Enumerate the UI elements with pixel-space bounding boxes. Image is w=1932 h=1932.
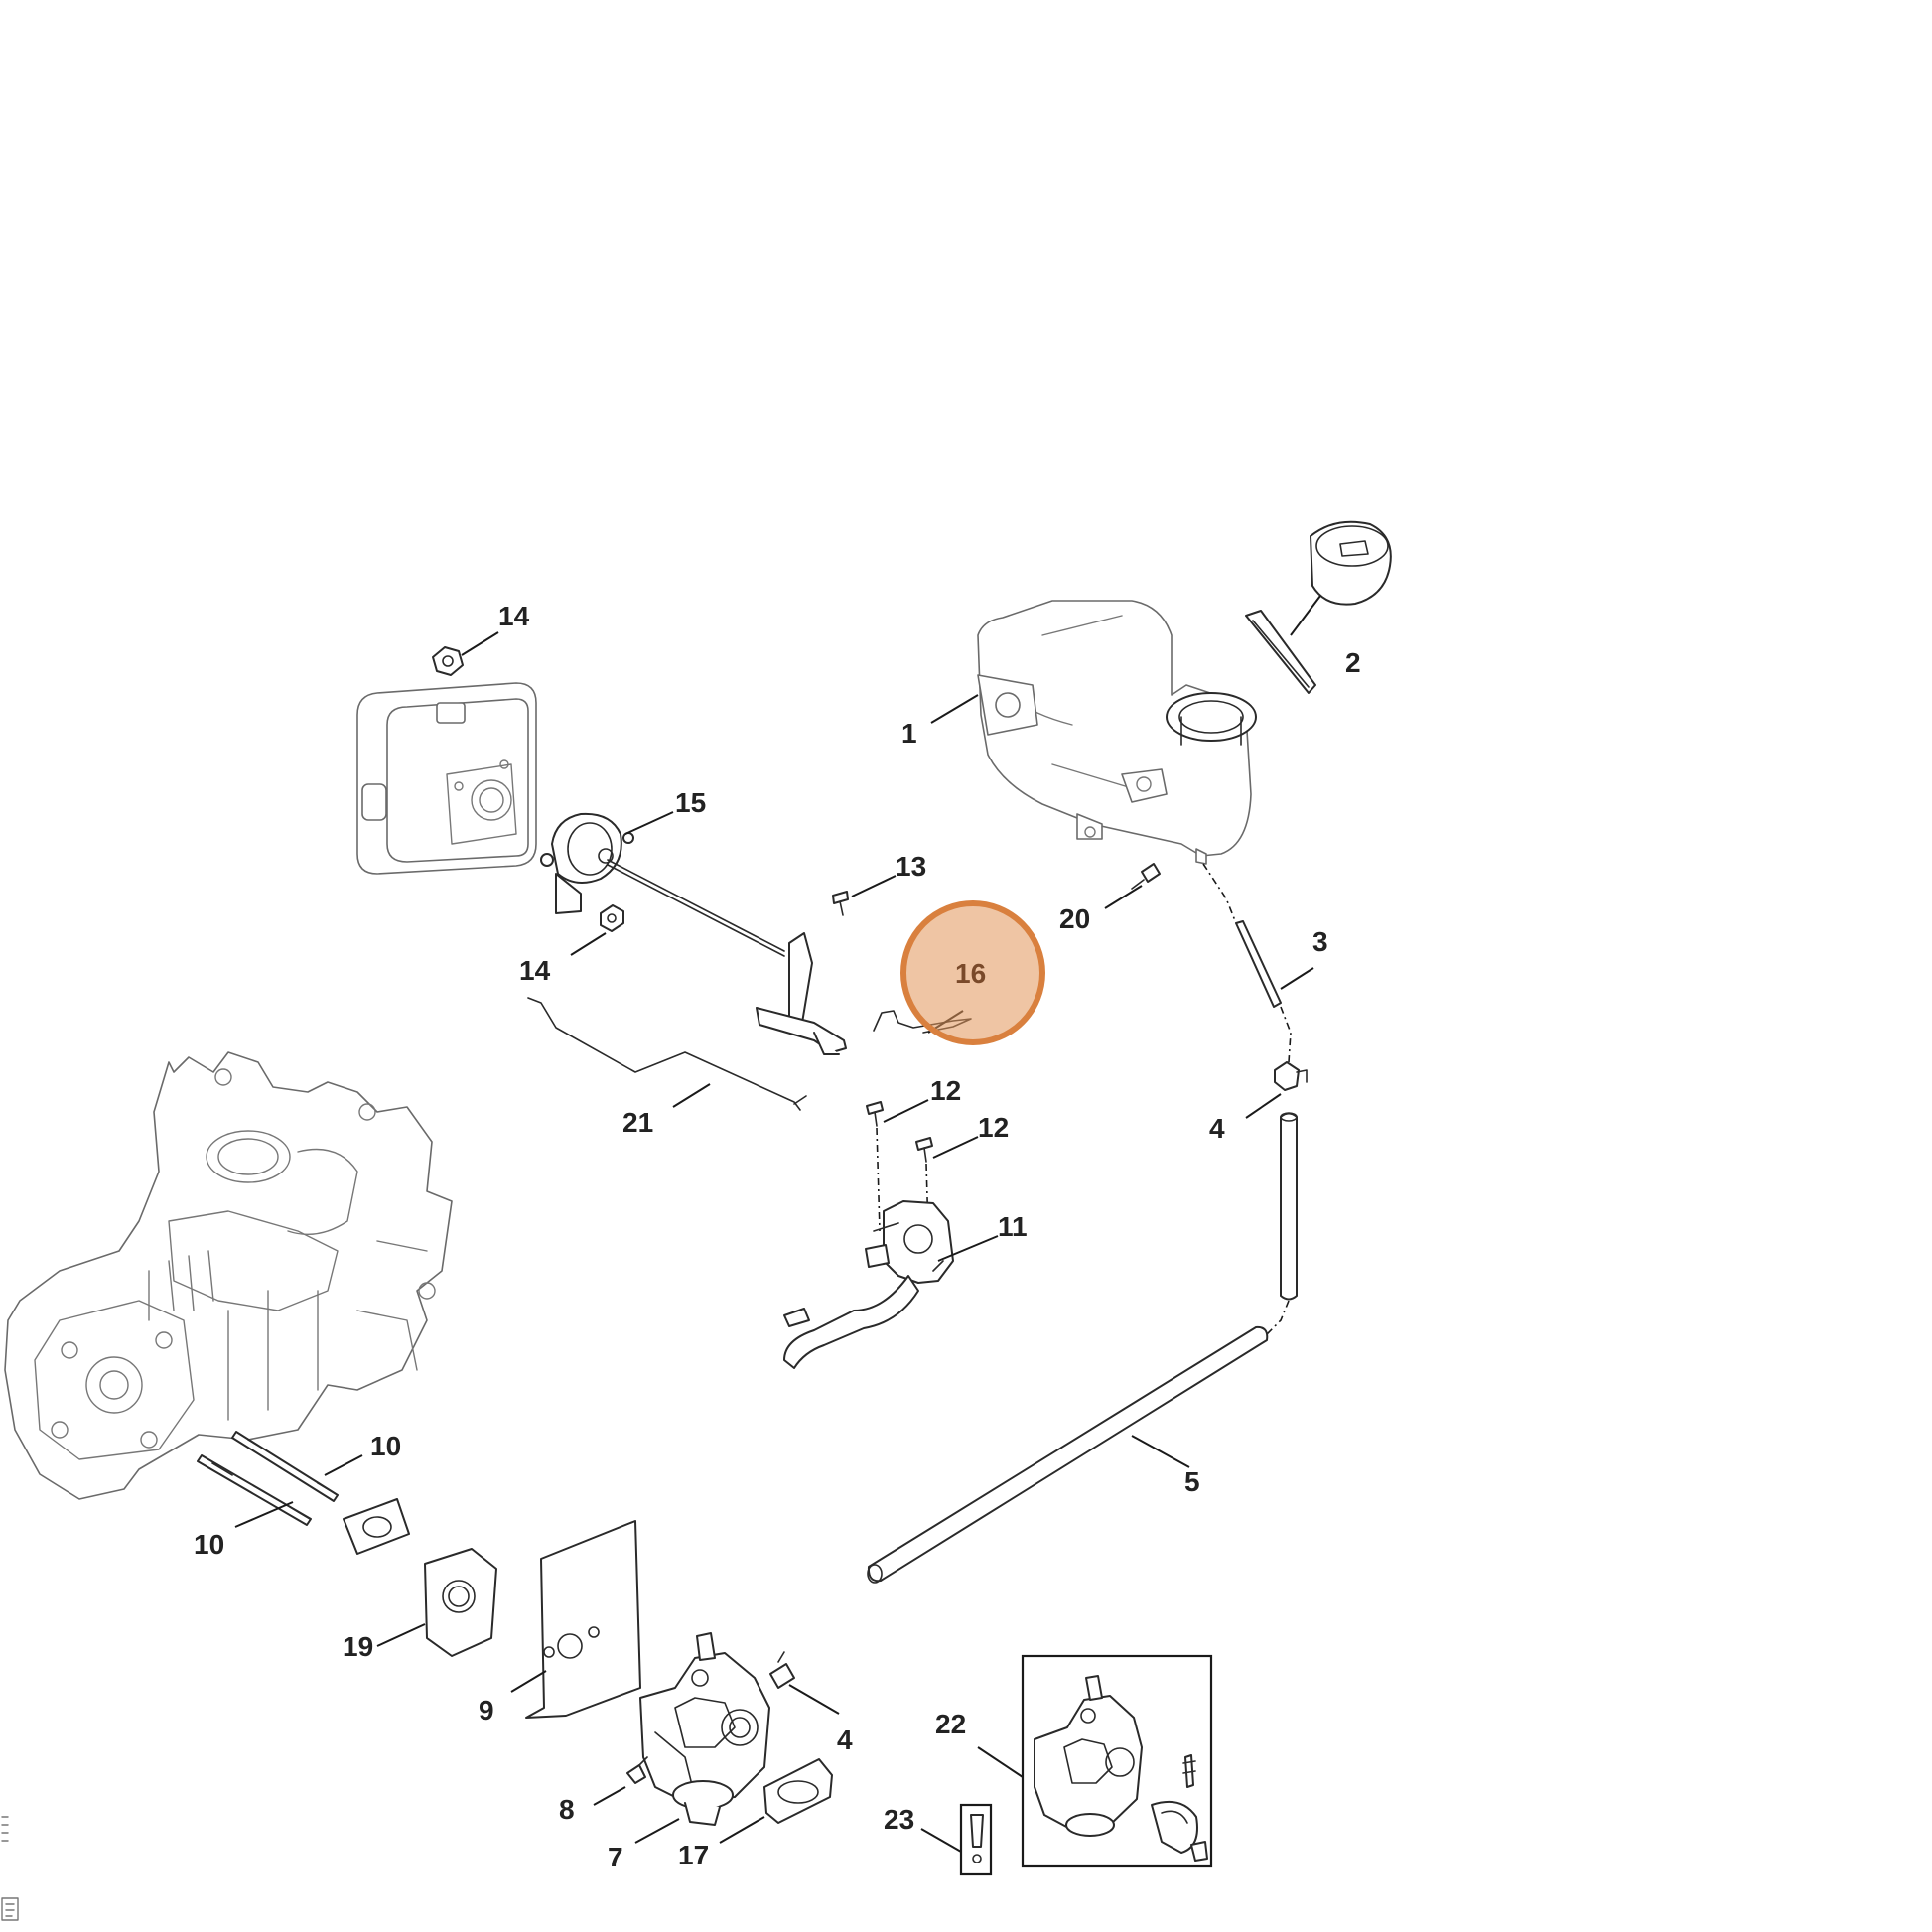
callout-labels: 1 2 3 4 4 5 7 8 9 10 10 11 12 12 13 14 1… [194, 601, 1361, 1872]
part-8-screw [626, 1756, 648, 1784]
callout-8[interactable]: 8 [559, 1794, 575, 1825]
callout-16[interactable]: 16 [955, 958, 986, 989]
callout-13[interactable]: 13 [896, 851, 926, 882]
part-15-assembly [540, 812, 847, 1055]
part-4-clamp-lower [769, 1651, 795, 1689]
part-4-clamp-upper [1274, 1061, 1308, 1091]
part-23-box [959, 1803, 993, 1876]
callout-2[interactable]: 2 [1345, 647, 1361, 678]
part-21-link-rod [527, 997, 807, 1111]
callout-22[interactable]: 22 [935, 1709, 966, 1739]
callout-10-upper[interactable]: 10 [370, 1431, 401, 1461]
part-16-highlight[interactable] [900, 900, 1045, 1045]
callout-7[interactable]: 7 [608, 1842, 623, 1872]
part-3-filter [1202, 863, 1292, 1063]
callout-1[interactable]: 1 [901, 718, 917, 749]
part-22-kit-box [1021, 1654, 1213, 1868]
part-13-screw [832, 891, 849, 916]
part-20-screw [1131, 863, 1161, 890]
edge-marks [1, 1816, 19, 1921]
part-9-plate [525, 1520, 641, 1719]
leader-lines [234, 631, 1314, 1853]
part-7-carburetor [639, 1632, 770, 1826]
gasket-upper [343, 1498, 410, 1555]
part-19-insulator [424, 1548, 497, 1657]
callout-3[interactable]: 3 [1312, 926, 1328, 957]
part-1-fuel-tank [977, 600, 1257, 865]
callout-5[interactable]: 5 [1184, 1466, 1200, 1497]
part-2-fuel-cap [1245, 520, 1392, 694]
part-5-hose [867, 1325, 1269, 1584]
callout-11[interactable]: 11 [998, 1211, 1028, 1242]
callout-4-lower[interactable]: 4 [837, 1725, 853, 1755]
callout-23[interactable]: 23 [884, 1804, 914, 1835]
callout-19[interactable]: 19 [343, 1631, 373, 1662]
part-10-studs [197, 1431, 339, 1526]
callout-14-lower[interactable]: 14 [519, 955, 551, 986]
engine-block [4, 1051, 453, 1500]
callout-14-top[interactable]: 14 [498, 601, 530, 631]
callout-9[interactable]: 9 [479, 1695, 494, 1725]
part-14-nut-top [432, 646, 464, 676]
part-11-bracket [783, 1200, 954, 1369]
callout-20[interactable]: 20 [1059, 903, 1090, 934]
muffler [356, 682, 537, 875]
callout-4-upper[interactable]: 4 [1209, 1113, 1225, 1144]
callout-15[interactable]: 15 [675, 787, 706, 818]
callout-12-lower[interactable]: 12 [978, 1112, 1009, 1143]
callout-17[interactable]: 17 [678, 1840, 709, 1870]
callout-10-lower[interactable]: 10 [194, 1529, 224, 1560]
callout-12-upper[interactable]: 12 [930, 1075, 961, 1106]
part-14-nut-lower [600, 904, 624, 932]
part-17-gasket [763, 1758, 833, 1824]
part-12-screws [866, 1101, 933, 1232]
callout-21[interactable]: 21 [622, 1107, 653, 1138]
fuel-hose-vertical [1265, 1112, 1298, 1336]
